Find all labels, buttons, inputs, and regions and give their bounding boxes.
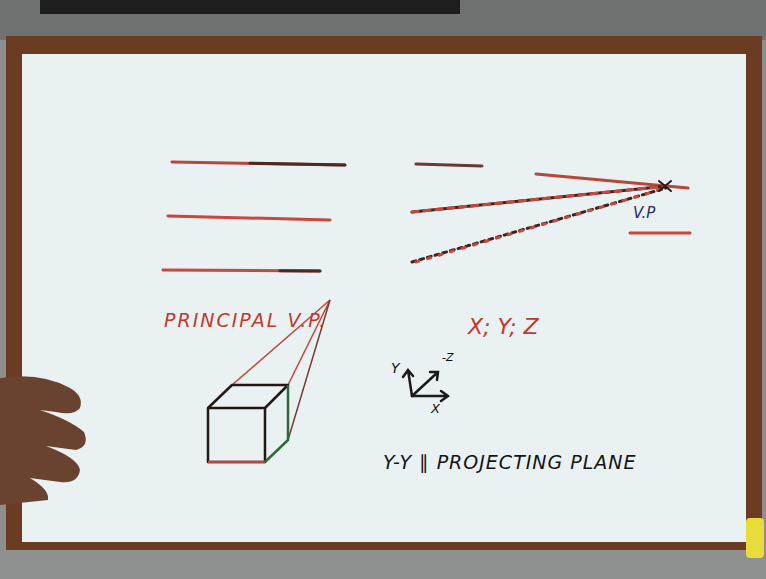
converging-line — [416, 164, 482, 166]
axis-label: -Z — [442, 352, 454, 364]
principal-vp-label: PRINCIPAL V.P. — [164, 310, 327, 331]
z-axis — [412, 372, 438, 396]
parallel-line — [172, 162, 345, 165]
note-text: Y-Y ∥ PROJECTING PLANE — [383, 452, 637, 473]
vanishing-point-mark — [659, 181, 671, 191]
board-frame — [6, 36, 762, 550]
marker-pen — [746, 518, 764, 558]
axis-symbol — [403, 370, 448, 401]
dark-edge — [40, 0, 460, 14]
parallel-lines — [163, 162, 345, 271]
axes-label: X; Y; Z — [468, 315, 538, 339]
cube-top — [208, 385, 288, 408]
x-axis — [412, 391, 448, 401]
underline — [630, 232, 690, 235]
cube-edge — [208, 461, 265, 464]
parallel-line — [280, 269, 320, 272]
cube-front — [208, 408, 265, 462]
vp-label: V.P — [633, 205, 655, 222]
converging-lines — [412, 164, 690, 262]
y-axis — [403, 370, 413, 396]
axis-label: Y — [391, 361, 400, 376]
converging-line — [412, 188, 666, 262]
hand — [0, 376, 86, 505]
axis-label: X — [431, 402, 440, 416]
parallel-line — [250, 163, 345, 165]
hand-shape — [0, 376, 86, 505]
board-surface — [22, 54, 746, 542]
converging-line — [416, 188, 666, 262]
parallel-line — [163, 270, 320, 271]
floor-strip — [0, 550, 766, 579]
parallel-line — [168, 216, 330, 220]
cube-side — [265, 385, 288, 462]
wall-strip — [0, 0, 766, 40]
